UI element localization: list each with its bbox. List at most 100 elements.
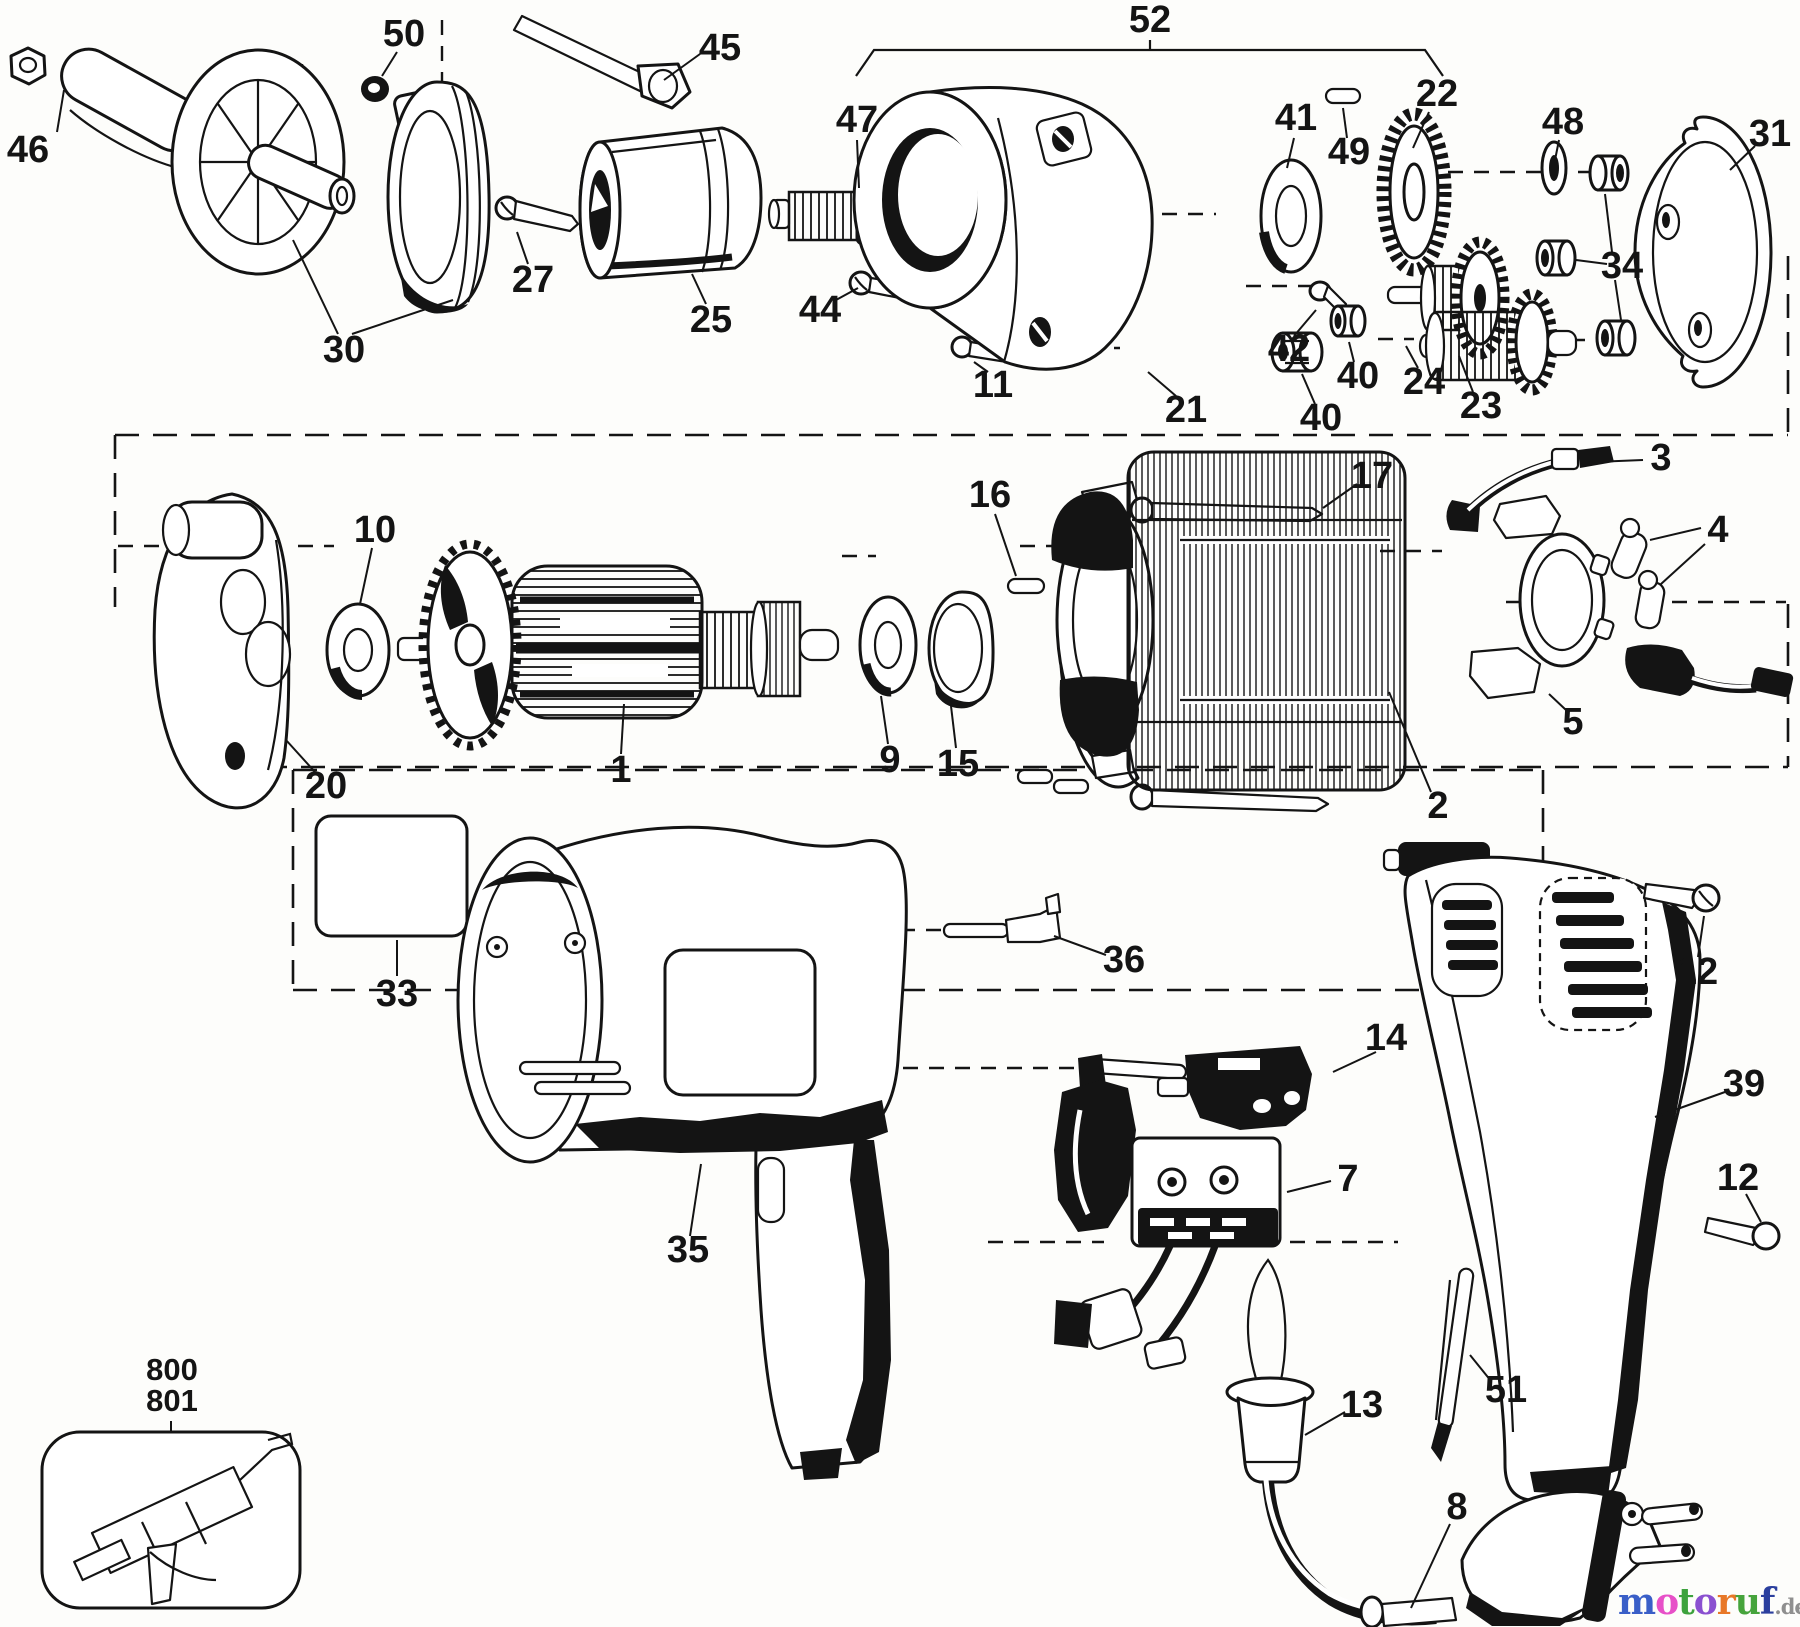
part-label-50: 50 [383, 13, 425, 55]
leader-line-27 [516, 231, 529, 265]
leader-line-49 [1342, 107, 1348, 139]
leader-line-14 [1332, 1051, 1377, 1073]
leader-line-42 [1293, 309, 1317, 337]
leader-line-9 [880, 695, 889, 745]
part-label-41: 41 [1275, 97, 1317, 139]
leader-line-44 [835, 287, 859, 301]
clamp-collar-30 [386, 80, 491, 314]
part-label-25: 25 [690, 299, 732, 341]
part-label-40: 40 [1337, 355, 1379, 397]
part-label-22: 22 [1416, 73, 1458, 115]
part-label-801: 801 [146, 1383, 198, 1418]
depth-rod-51 [1431, 1267, 1475, 1462]
part-label-31: 31 [1749, 113, 1791, 155]
leader-line-2 [1388, 691, 1432, 793]
leader-line-24 [1405, 345, 1419, 369]
leader-line-12 [1745, 1193, 1762, 1223]
end-plate-20 [152, 492, 292, 810]
leader-line-34 [1575, 259, 1608, 265]
part-label-13: 13 [1341, 1384, 1383, 1426]
part-label-12: 12 [1676, 951, 1718, 993]
part-label-51: 51 [1485, 1369, 1527, 1411]
part-label-35: 35 [667, 1229, 709, 1271]
leader-line-13 [1304, 1411, 1346, 1436]
leader-line-16 [994, 513, 1017, 577]
motor-housing-35 [456, 825, 908, 1480]
screw-27 [494, 195, 580, 233]
leader-line-20 [285, 739, 316, 773]
part-label-20: 20 [305, 765, 347, 807]
spacer-40-upper [1329, 304, 1367, 338]
leader-line-41 [1286, 137, 1295, 169]
part-label-14: 14 [1365, 1017, 1407, 1059]
part-label-30: 30 [323, 329, 365, 371]
leader-line-4 [1649, 527, 1702, 541]
gear-22 [1376, 107, 1452, 277]
leader-line-45 [663, 53, 701, 81]
part-label-800: 800 [146, 1352, 198, 1387]
leader-line-40 [1348, 341, 1355, 363]
nuts-34 [1535, 154, 1637, 357]
part-label-34: 34 [1601, 245, 1643, 287]
leader-line-47 [856, 139, 860, 189]
leader-line-25 [691, 273, 707, 305]
leader-line-51 [1469, 1354, 1492, 1382]
washer-48 [1540, 140, 1568, 196]
inset-box-800-801 [40, 1430, 302, 1610]
caulk-gun-icon [73, 1432, 294, 1606]
retaining-ring-50 [361, 76, 389, 102]
armature-1 [396, 539, 840, 751]
brush-holder-4-5 [1468, 494, 1794, 700]
leader-line-21 [1147, 371, 1177, 397]
leader-line-1 [620, 703, 625, 755]
leader-line-31 [1729, 145, 1756, 171]
leader-line-34 [1604, 193, 1613, 253]
part-label-17: 17 [1351, 455, 1393, 497]
leader-line-36 [1053, 935, 1107, 956]
part-label-47: 47 [836, 99, 878, 141]
screw-17-lower [1129, 783, 1330, 813]
part-label-10: 10 [354, 509, 396, 551]
pin-49 [1324, 87, 1362, 105]
part-label-7: 7 [1337, 1158, 1358, 1200]
leader-line-8 [1410, 1523, 1451, 1609]
power-cord-8 [1262, 1479, 1458, 1627]
part-label-44: 44 [799, 289, 841, 331]
part-label-12: 12 [1717, 1157, 1759, 1199]
part-label-1: 1 [610, 749, 631, 791]
part-label-4: 4 [1707, 509, 1728, 551]
bracket-52 [855, 40, 1444, 77]
leader-line-3 [1593, 459, 1644, 463]
cord-protector-13 [1225, 1258, 1315, 1484]
part-label-16: 16 [969, 474, 1011, 516]
screw-12-upper [1642, 882, 1721, 913]
part-label-24: 24 [1403, 361, 1445, 403]
nut-40-lower [1270, 331, 1324, 373]
leader-line-5 [1548, 693, 1567, 711]
part-label-2: 2 [1427, 785, 1448, 827]
gear-housing-21 [852, 86, 1154, 371]
part-label-46: 46 [7, 129, 49, 171]
leader-line-10 [359, 547, 373, 605]
leader-line-22 [1412, 111, 1430, 149]
part-label-48: 48 [1542, 101, 1584, 143]
leader-line-40 [1301, 373, 1316, 405]
part-label-3: 3 [1650, 437, 1671, 479]
bearing-9 [858, 595, 918, 697]
leader-line-11 [973, 361, 989, 373]
part-label-8: 8 [1446, 1486, 1467, 1528]
retainer-ring-15 [927, 590, 995, 709]
bearing-41 [1259, 158, 1323, 274]
reversing-switch-14 [1078, 1046, 1312, 1130]
leader-line-46 [56, 89, 65, 133]
part-label-52: 52 [1129, 0, 1171, 41]
part-label-45: 45 [699, 27, 741, 69]
part-label-49: 49 [1328, 131, 1370, 173]
part-label-27: 27 [512, 259, 554, 301]
chuck-25 [578, 126, 763, 280]
field-stator-2 [1051, 450, 1407, 792]
label-plate-33 [314, 814, 469, 938]
